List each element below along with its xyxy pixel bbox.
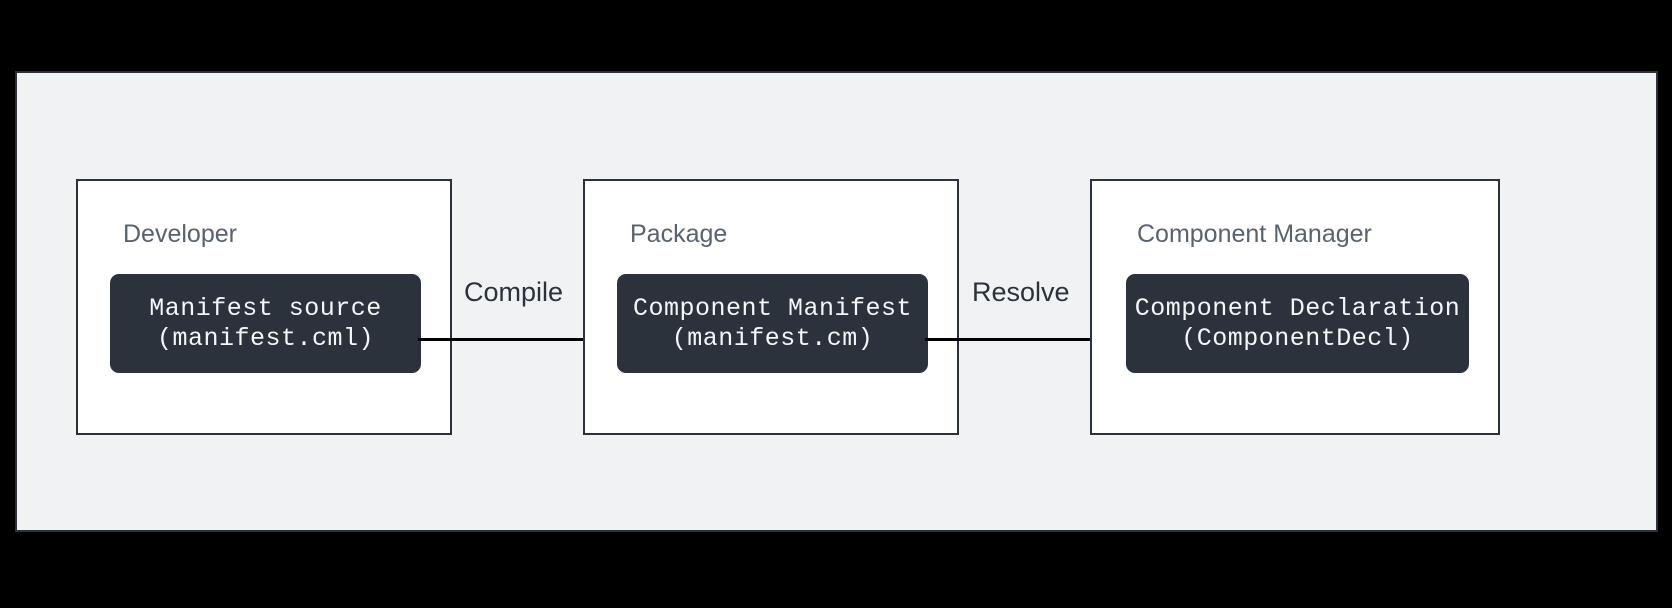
node-component-declaration-line2: (ComponentDecl): [1181, 323, 1414, 353]
node-component-manifest-line1: Component Manifest: [632, 293, 913, 323]
node-component-declaration: Component Declaration (ComponentDecl): [1126, 274, 1469, 373]
connector-label-resolve: Resolve: [972, 277, 1070, 307]
node-component-manifest: Component Manifest (manifest.cm): [617, 274, 928, 373]
node-component-manifest-line2: (manifest.cm): [671, 323, 874, 353]
panel-title-developer: Developer: [123, 220, 237, 248]
panel-component-manager: Component Manager Component Declaration …: [1090, 179, 1500, 435]
node-manifest-source-line1: Manifest source: [149, 293, 382, 323]
panel-title-component-manager: Component Manager: [1137, 220, 1372, 248]
node-manifest-source: Manifest source (manifest.cml): [110, 274, 421, 373]
node-manifest-source-line2: (manifest.cml): [156, 323, 375, 353]
diagram-canvas: Developer Manifest source (manifest.cml)…: [15, 71, 1658, 532]
connector-label-compile: Compile: [464, 277, 564, 307]
node-component-declaration-line1: Component Declaration: [1134, 293, 1461, 323]
panel-developer: Developer Manifest source (manifest.cml): [76, 179, 452, 435]
panel-package: Package Component Manifest (manifest.cm): [583, 179, 959, 435]
panel-title-package: Package: [630, 220, 728, 248]
